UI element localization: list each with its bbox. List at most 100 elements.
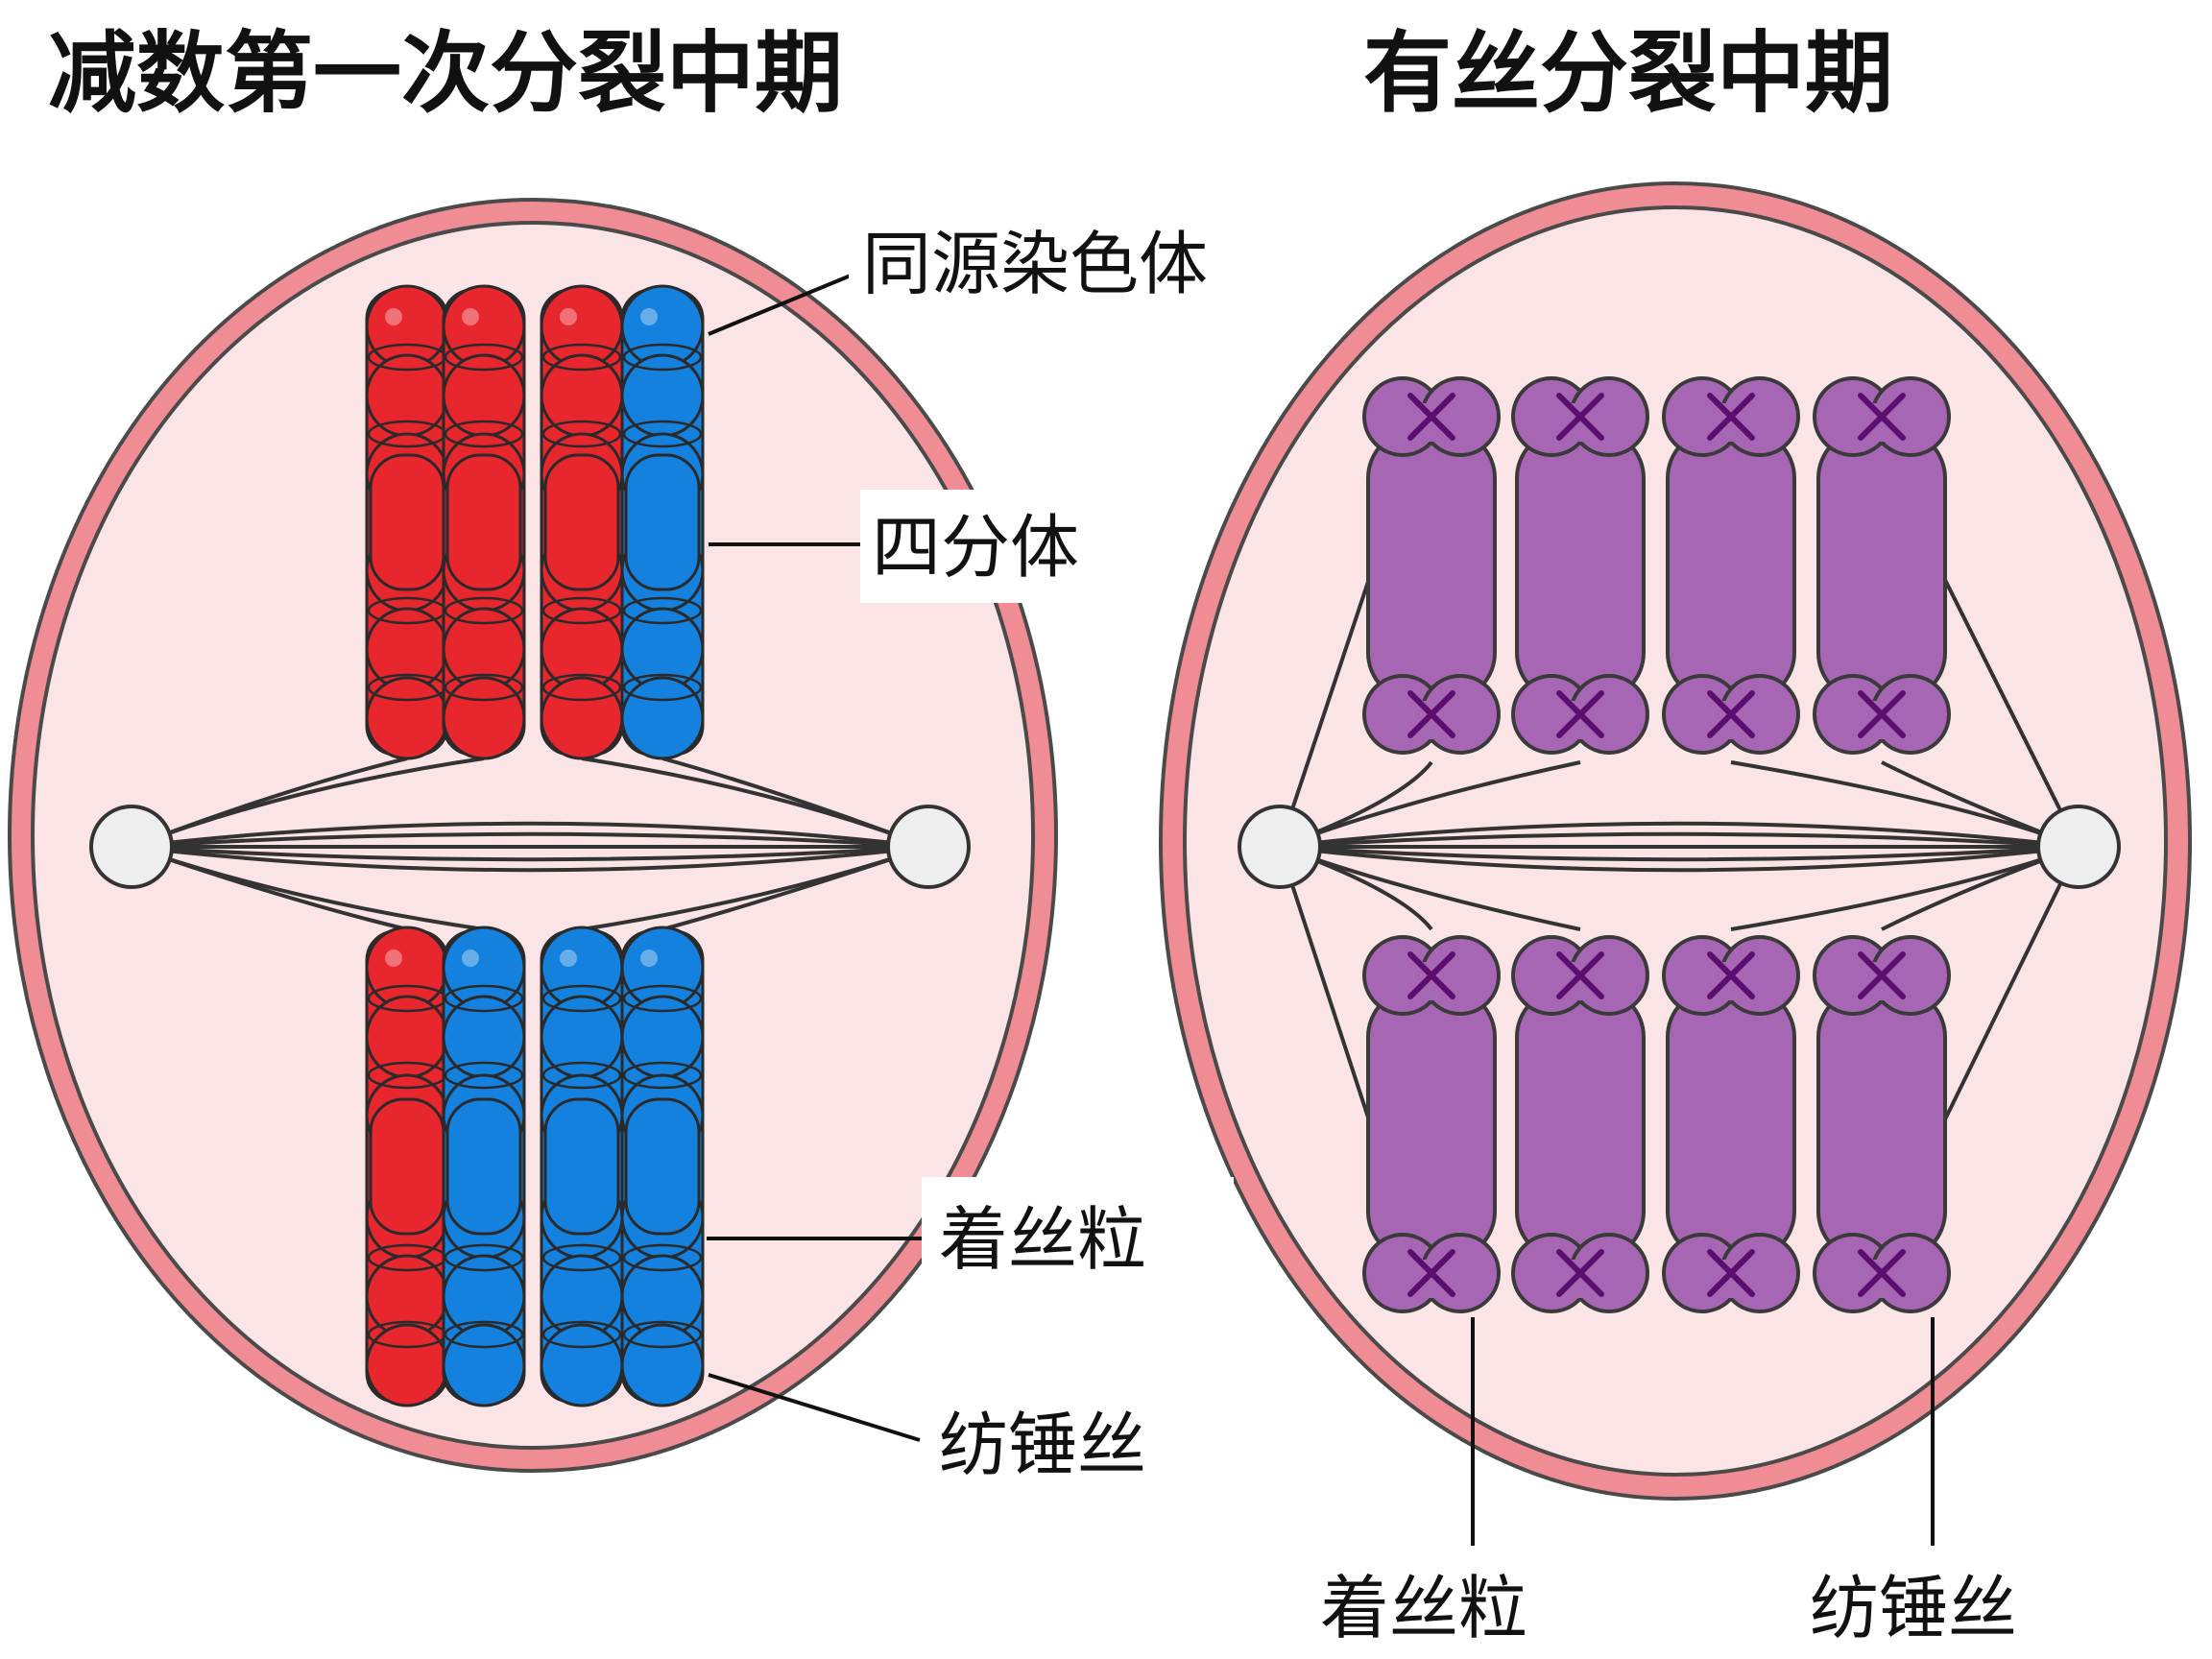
chromatid-band [541, 343, 622, 372]
chromatid-band [444, 1243, 524, 1272]
chromosome-body [1816, 428, 1947, 703]
chromatid-band [444, 420, 524, 448]
chromatid-band [622, 596, 703, 625]
chromatid-band [444, 343, 524, 372]
mitosis-chromosome-bottom-3 [1662, 935, 1800, 1313]
meiosis-right-pole [886, 805, 971, 889]
chromosome-body [1666, 987, 1796, 1262]
mitosis-chromosome-top-1 [1362, 376, 1501, 755]
kinetochore-fiber [1278, 846, 1372, 1124]
chromatin-bead [365, 676, 449, 760]
centromere-cross [1858, 690, 1906, 738]
chromosome-body [1366, 428, 1497, 703]
kinetochore-fiber [131, 757, 485, 849]
centromere-cross [1407, 690, 1455, 738]
highlight [560, 950, 577, 967]
end-fill [1382, 1260, 1481, 1298]
meiosis-chromosome-bottom-3 [540, 926, 624, 1407]
chromosome-body [1515, 428, 1646, 703]
end-fill [1681, 962, 1781, 1000]
mitosis-chromosome-top-4 [1813, 376, 1951, 755]
mitosis-left-pole [1238, 805, 1322, 889]
label-spindle-fiber-right: 纺锤丝 [1810, 1568, 2017, 1648]
meiosis-chromosome-top-4 [620, 284, 705, 760]
highlight [640, 308, 658, 325]
meiosis-chromosome-bottom-1 [365, 926, 449, 1407]
centromere-cross [1707, 1249, 1755, 1297]
meiosis-left-pole [89, 805, 174, 889]
centromere-cross [1556, 1249, 1604, 1297]
centromere-region [369, 453, 445, 591]
meiosis-chromosome-bottom-2 [442, 926, 526, 1407]
polar-fiber [131, 831, 929, 849]
centromere-cross [1556, 951, 1604, 999]
centromere-region [445, 453, 522, 591]
kinetochore-fiber [661, 757, 929, 849]
centromere-cross [1707, 951, 1755, 999]
mitosis-chromosome-top-2 [1511, 376, 1649, 755]
chromatin-bead [620, 353, 705, 438]
chromatid-band [541, 1061, 622, 1090]
chromatid-band [541, 596, 622, 625]
end-fill [1530, 403, 1630, 442]
chromatin-bead [365, 1323, 449, 1407]
end-fill [1832, 403, 1932, 442]
kinetochore-fiber [131, 845, 485, 931]
chromatid-band [622, 984, 703, 1013]
kinetochore-fiber [1941, 575, 2080, 848]
kinetochore-fiber [1278, 575, 1372, 848]
chromatin-bead [442, 1323, 526, 1407]
centromere-cross [1707, 690, 1755, 738]
label-centromere-right: 着丝粒 [1320, 1568, 1527, 1648]
centromere-cross [1407, 1249, 1455, 1297]
end-fill [1832, 962, 1932, 1000]
centromere-region [624, 1097, 701, 1236]
centromere-region [624, 453, 701, 591]
centromere-cross [1407, 393, 1455, 441]
chromatid-band [622, 1243, 703, 1272]
chromatid-band [444, 596, 524, 625]
chromosome-body [1666, 428, 1796, 703]
centromere-region [445, 1097, 522, 1236]
mitosis-chromosomes-bottom [1362, 935, 1951, 1313]
chromatin-bead [540, 676, 624, 760]
centromere-region [369, 1097, 445, 1236]
polar-fiber [131, 845, 929, 862]
leader-lines [707, 269, 1935, 1546]
centromere-cross [1858, 951, 1906, 999]
chromatin-bead [365, 353, 449, 438]
chromatin-bead [442, 676, 526, 760]
kinetochore-fiber [1941, 846, 2080, 1124]
chromatid-band [444, 1320, 524, 1349]
mitosis-chromosome-bottom-4 [1813, 935, 1951, 1313]
end-fill [1382, 962, 1481, 1000]
polar-fiber [1279, 845, 2080, 862]
chromosome-body [1515, 987, 1646, 1262]
chromatid-band [622, 343, 703, 372]
mitosis-chromosome-bottom-1 [1362, 935, 1501, 1313]
leader-homologous [708, 269, 863, 336]
meiosis-tetrad-bottom [365, 926, 705, 1407]
highlight [462, 308, 479, 325]
chromatin-bead [540, 995, 624, 1079]
centromere-cross [1407, 951, 1455, 999]
chromatin-bead [540, 1323, 624, 1407]
chromatid-band [541, 1320, 622, 1349]
chromatin-bead [442, 995, 526, 1079]
end-fill [1681, 701, 1781, 739]
mitosis-chromosomes-top [1362, 376, 1951, 755]
chromatid-band [444, 984, 524, 1013]
centromere-region [543, 453, 620, 591]
polar-fiber [1279, 831, 2080, 849]
label-tetrad: 四分体 [872, 507, 1079, 588]
chromatin-bead [620, 995, 705, 1079]
centromere-cross [1858, 1249, 1906, 1297]
label-bg-tetrad [860, 490, 1166, 603]
end-fill [1832, 1260, 1932, 1298]
mitosis-right-pole [2036, 805, 2121, 889]
chromatid-band [622, 1061, 703, 1090]
end-fill [1681, 403, 1781, 442]
polar-fiber [131, 845, 929, 873]
label-spindle-fiber-left: 纺锤丝 [939, 1405, 1146, 1485]
